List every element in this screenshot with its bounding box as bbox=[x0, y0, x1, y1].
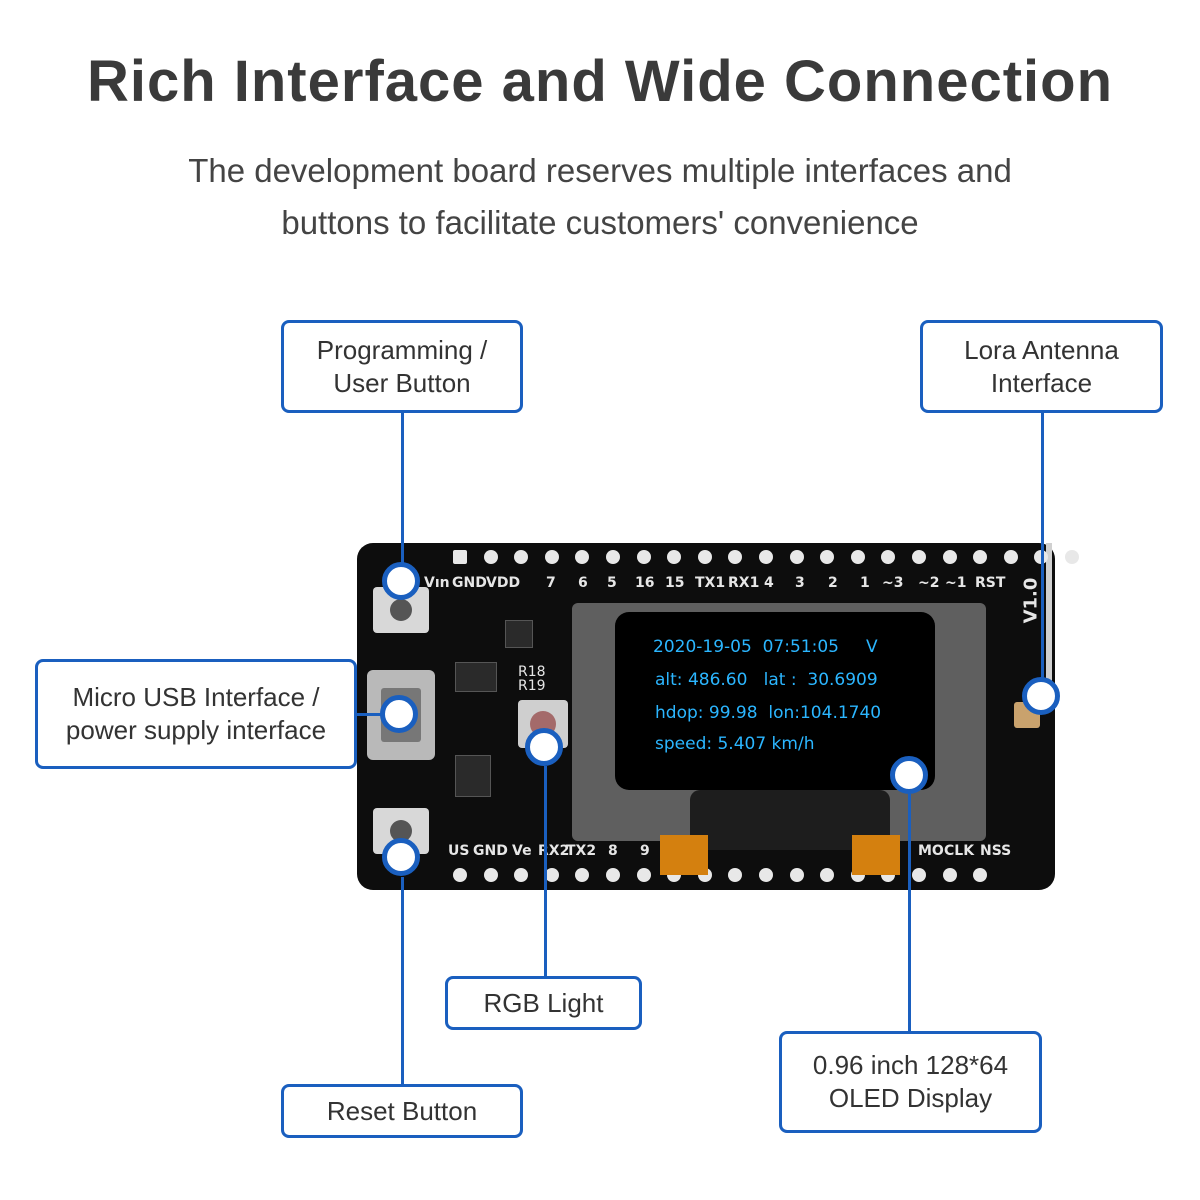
oled-line-3: hdop: 99.98 lon:104.1740 bbox=[655, 703, 882, 723]
top-pin-label: Vın bbox=[424, 575, 450, 591]
callout-micro-usb: Micro USB Interface / power supply inter… bbox=[35, 659, 357, 769]
flex-tape-left bbox=[660, 835, 708, 875]
top-pin-label: 3 bbox=[795, 575, 805, 591]
top-pin-label: 2 bbox=[828, 575, 838, 591]
top-pin-label: 4 bbox=[764, 575, 774, 591]
top-pin-label: TX1 bbox=[695, 575, 726, 591]
flex-tape-right bbox=[852, 835, 900, 875]
oled-line-4: speed: 5.407 km/h bbox=[655, 734, 815, 754]
header-pin bbox=[1065, 550, 1079, 564]
header-pin bbox=[820, 550, 835, 564]
oled-line-2: alt: 486.60 lat : 30.6909 bbox=[655, 670, 878, 690]
header-pin bbox=[483, 550, 498, 564]
callout-programming-button: Programming / User Button bbox=[281, 320, 523, 413]
callout-rgb-light: RGB Light bbox=[445, 976, 642, 1030]
header-pin bbox=[789, 550, 804, 564]
top-pin-label: ~2 bbox=[918, 575, 940, 591]
version-label: V1.0 bbox=[1020, 577, 1042, 624]
header-pin bbox=[973, 868, 988, 882]
top-pin-label: RX1 bbox=[728, 575, 760, 591]
header-pin bbox=[483, 868, 498, 882]
page-title: Rich Interface and Wide Connection bbox=[86, 49, 1114, 114]
callout-lora-antenna: Lora Antenna Interface bbox=[920, 320, 1163, 413]
top-pin-label: 5 bbox=[607, 575, 617, 591]
marker-dot bbox=[1022, 677, 1060, 715]
chip bbox=[455, 662, 497, 692]
header-pin bbox=[1003, 550, 1018, 564]
header-pin bbox=[942, 550, 957, 564]
antenna-wire bbox=[1046, 543, 1052, 708]
subtitle-line-1: The development board reserves multiple … bbox=[188, 152, 1012, 189]
bottom-pin-label: GND bbox=[473, 843, 508, 859]
leader-oled bbox=[908, 794, 911, 1032]
header-pin bbox=[728, 550, 743, 564]
leader-rgb bbox=[544, 766, 547, 978]
page-subtitle: The development board reserves multiple … bbox=[100, 145, 1100, 249]
top-pin-label: GND bbox=[452, 575, 487, 591]
top-pin-label: 15 bbox=[665, 575, 685, 591]
leader-reset bbox=[401, 877, 404, 1085]
marker-dot bbox=[380, 695, 418, 733]
marker-dot bbox=[382, 838, 420, 876]
leader-usb bbox=[356, 713, 382, 716]
marker-dot bbox=[382, 562, 420, 600]
header-pin bbox=[544, 868, 559, 882]
resistor-label-r19: R19 bbox=[518, 678, 546, 694]
header-pin bbox=[973, 550, 988, 564]
top-pin-label: ~3 bbox=[882, 575, 904, 591]
header-pin bbox=[759, 868, 773, 882]
header-pin bbox=[453, 868, 467, 882]
subtitle-line-2: buttons to facilitate customers' conveni… bbox=[281, 204, 919, 241]
header-pin bbox=[789, 868, 804, 882]
oled-screen bbox=[615, 612, 935, 790]
header-pin bbox=[912, 550, 926, 564]
header-pin bbox=[697, 550, 712, 564]
header-pin bbox=[759, 550, 773, 564]
header-pin bbox=[912, 868, 926, 882]
header-pin bbox=[514, 868, 529, 882]
leader-programming bbox=[401, 411, 404, 581]
header-pin bbox=[820, 868, 835, 882]
top-pin-label: 7 bbox=[546, 575, 556, 591]
top-pin-label: 16 bbox=[635, 575, 655, 591]
marker-dot bbox=[890, 756, 928, 794]
header-pin bbox=[850, 550, 865, 564]
chip bbox=[455, 755, 491, 797]
chip bbox=[505, 620, 533, 648]
callout-oled-display: 0.96 inch 128*64 OLED Display bbox=[779, 1031, 1042, 1133]
header-pin bbox=[881, 550, 896, 564]
header-pin bbox=[575, 550, 590, 564]
top-pin-label: VDD bbox=[486, 575, 521, 591]
marker-dot bbox=[525, 728, 563, 766]
bottom-pin-label: NSS bbox=[980, 843, 1012, 859]
oled-line-1: 2020-19-05 07:51:05 V bbox=[653, 637, 878, 657]
bottom-pin-label: US bbox=[448, 843, 470, 859]
header-pin bbox=[606, 550, 620, 564]
top-pin-label: ~1 bbox=[945, 575, 967, 591]
leader-lora bbox=[1041, 411, 1044, 679]
header-pin bbox=[942, 868, 957, 882]
top-pin-label: 6 bbox=[578, 575, 588, 591]
header-pin bbox=[514, 550, 529, 564]
header-pin bbox=[636, 550, 651, 564]
bottom-pin-label: 9 bbox=[640, 843, 650, 859]
top-pin-label: RST bbox=[975, 575, 1006, 591]
bottom-pin-label: RX2 bbox=[538, 843, 570, 859]
bottom-pin-label: TX2 bbox=[566, 843, 597, 859]
top-pin-label: 1 bbox=[860, 575, 870, 591]
header-pin bbox=[667, 550, 682, 564]
header-pin bbox=[544, 550, 559, 564]
bottom-pin-label: Ve bbox=[512, 843, 532, 859]
callout-reset-button: Reset Button bbox=[281, 1084, 523, 1138]
header-pin bbox=[453, 550, 467, 564]
header-pin bbox=[606, 868, 620, 882]
header-pin bbox=[575, 868, 590, 882]
header-pin bbox=[636, 868, 651, 882]
header-pin bbox=[728, 868, 743, 882]
bottom-pin-label: CLK bbox=[944, 843, 975, 859]
bottom-pin-label: 8 bbox=[608, 843, 618, 859]
bottom-pin-label: MO bbox=[918, 843, 944, 859]
resistor-label-r18: R18 bbox=[518, 664, 546, 680]
